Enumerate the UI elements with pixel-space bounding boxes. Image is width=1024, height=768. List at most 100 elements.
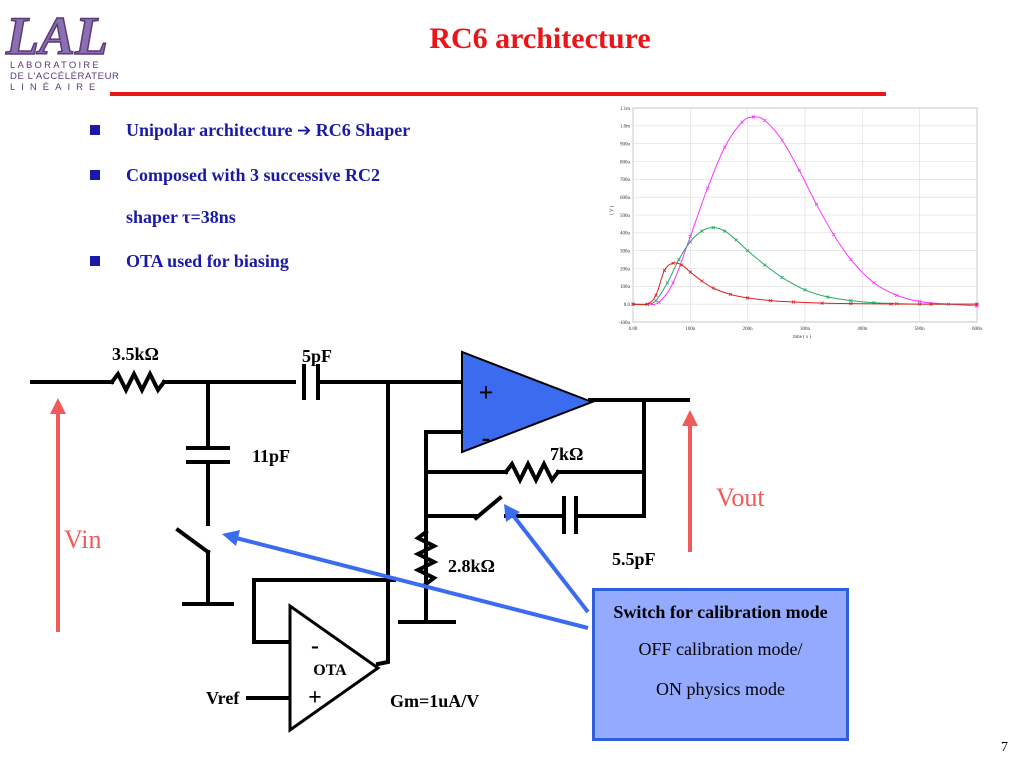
x-tick-label: 600n <box>972 327 983 332</box>
series-point-3 <box>645 302 650 306</box>
label-7k: 7kΩ <box>550 444 583 464</box>
capacitor-11pf <box>186 446 230 464</box>
bullet-1-text-a: Unipolar architecture <box>126 120 293 140</box>
series-point-2 <box>722 229 727 233</box>
plot-frame <box>607 100 983 340</box>
series-point-3 <box>711 286 716 290</box>
series-point-3 <box>688 270 693 274</box>
label-2-8k: 2.8kΩ <box>448 556 495 576</box>
bullet-2-line-1: Composed with 3 successive RC2 <box>126 165 380 185</box>
amp-plus-sign: + <box>479 378 494 407</box>
series-line-3 <box>632 262 978 306</box>
wire-ota-feedback <box>252 578 396 644</box>
switch-left-ground <box>182 550 234 606</box>
plot-x-label: time ( s ) <box>793 335 811 340</box>
waveform-plot: 1.1m1.0m900u800u700u600u500u400u300u200u… <box>607 100 983 340</box>
bullet-item-2: Composed with 3 successive RC2 shaper τ=… <box>88 165 528 227</box>
series-point-1 <box>917 299 922 304</box>
series-point-3 <box>700 279 704 283</box>
callout-pointer-left <box>235 536 589 630</box>
slide-title: RC6 architecture <box>429 22 651 55</box>
x-tick-label: 400n <box>857 327 868 332</box>
series-point-1 <box>849 257 853 262</box>
series-point-3 <box>975 302 979 306</box>
resistor-7k <box>503 459 561 485</box>
series-point-2 <box>711 225 716 230</box>
series-point-1 <box>722 145 727 150</box>
x-tick-label: 500n <box>915 327 926 332</box>
logo-mark: LAL <box>4 5 109 67</box>
label-gm: Gm=1uA/V <box>390 691 479 711</box>
callout-pointer-right <box>510 512 590 614</box>
label-3-5k: 3.5kΩ <box>112 344 159 364</box>
y-tick-label: -100u <box>618 321 630 326</box>
logo-line-2: DE L'ACCÉLÉRATEUR <box>10 71 120 82</box>
series-point-2 <box>780 275 784 280</box>
series-point-1 <box>763 118 767 123</box>
bullet-3-text: OTA used for biasing <box>126 251 289 271</box>
series-point-2 <box>826 295 830 299</box>
series-point-2 <box>700 229 704 233</box>
circuit-wires <box>30 364 690 700</box>
series-point-3 <box>728 292 733 297</box>
label-vin: Vin <box>64 525 101 554</box>
y-tick-label: 700u <box>620 178 631 183</box>
title-underline <box>110 92 886 96</box>
ota-plus-sign: + <box>308 685 322 711</box>
x-tick-label: 200n <box>743 327 754 332</box>
vout-arrow-icon <box>682 410 698 426</box>
series-point-2 <box>734 238 738 242</box>
series-point-1 <box>657 300 661 305</box>
series-point-1 <box>872 280 876 285</box>
series-point-1 <box>797 168 802 173</box>
series-line-2 <box>632 226 978 305</box>
series-point-1 <box>751 115 756 119</box>
y-tick-label: 900u <box>620 142 631 147</box>
series-point-2 <box>803 288 807 292</box>
y-tick-label: 100u <box>620 285 631 290</box>
bullet-list: Unipolar architecture ➔ RC6 Shaper Compo… <box>88 120 528 295</box>
label-vref: Vref <box>206 688 240 708</box>
series-point-1 <box>814 202 819 207</box>
bullet-square-icon <box>90 256 100 266</box>
y-tick-label: 500u <box>620 214 631 219</box>
logo-line-1: LABORATOIRE <box>10 60 101 71</box>
series-point-3 <box>654 293 658 298</box>
series-point-2 <box>654 298 658 303</box>
plot-series <box>631 115 979 308</box>
bullet-2-line-2: shaper τ=38ns <box>126 207 236 227</box>
bullet-item-3: OTA used for biasing <box>88 251 528 271</box>
page-number: 7 <box>1001 740 1008 755</box>
callout-line-2: OFF calibration mode/ <box>638 639 803 659</box>
logo-line-3: LINÉAIRE <box>10 82 102 93</box>
label-5-5pf: 5.5pF <box>612 549 656 569</box>
y-tick-label: 200u <box>620 267 631 272</box>
series-point-2 <box>688 239 693 244</box>
series-point-1 <box>780 138 784 142</box>
bullet-item-1: Unipolar architecture ➔ RC6 Shaper <box>88 120 528 141</box>
plot-y-label: ( V ) <box>610 205 615 215</box>
callout-line-3: ON physics mode <box>656 679 785 699</box>
y-tick-label: 0.0 <box>624 303 631 308</box>
series-point-3 <box>768 298 773 303</box>
amp-minus-sign: - <box>482 423 491 452</box>
series-point-3 <box>791 300 796 304</box>
bullet-1-text-b: RC6 Shaper <box>315 120 411 140</box>
plot-y-ticks: 1.1m1.0m900u800u700u600u500u400u300u200u… <box>618 107 630 326</box>
right-arrow-icon: ➔ <box>296 121 312 141</box>
series-point-1 <box>705 186 710 191</box>
plot-grid <box>632 107 978 323</box>
logo-mark-text: LAL <box>5 6 108 60</box>
lal-logo: LAL LABORATOIRE DE L'ACCÉLÉRATEUR LINÉAI… <box>4 4 120 93</box>
series-point-3 <box>929 302 933 306</box>
y-tick-label: 600u <box>620 196 631 201</box>
series-point-3 <box>679 263 684 267</box>
x-tick-label: 0.00 <box>629 327 638 332</box>
series-point-2 <box>665 280 670 285</box>
ota-triangle <box>288 603 381 733</box>
ota-label: OTA <box>313 662 347 679</box>
switch-right <box>473 495 503 521</box>
y-tick-label: 400u <box>620 232 631 237</box>
series-point-3 <box>849 301 853 306</box>
